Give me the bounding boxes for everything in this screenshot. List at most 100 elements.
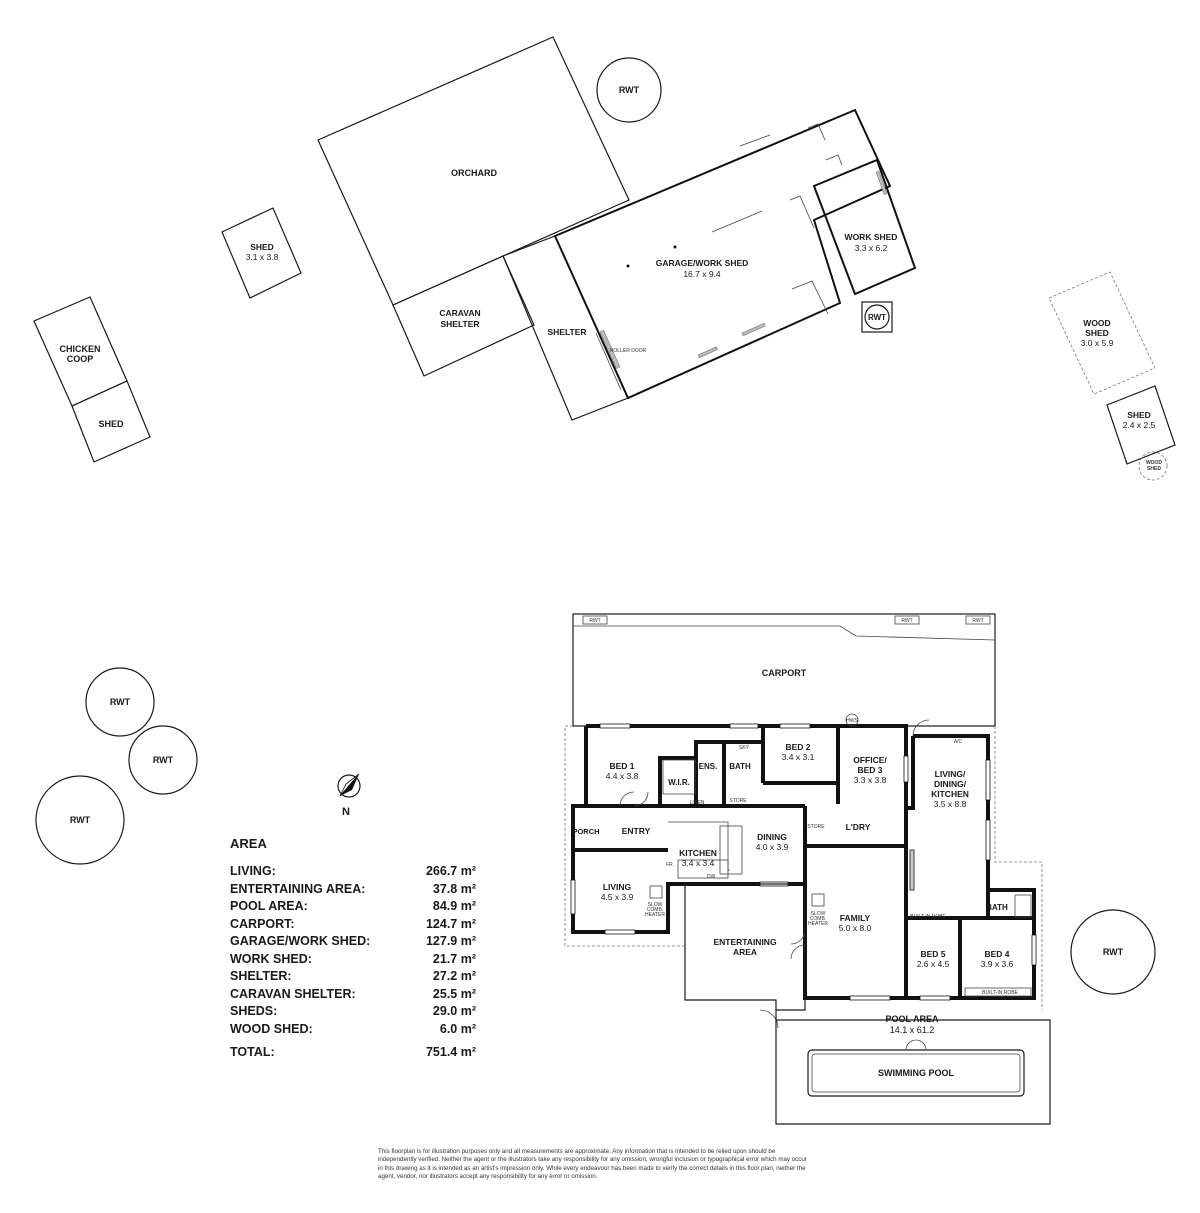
carport: RWT RWT RWT CARPORT [572, 613, 996, 727]
bed2-dim: 3.4 x 3.1 [782, 752, 815, 762]
wood-shed-dim: 3.0 x 5.9 [1081, 338, 1114, 348]
rwt-left-3-label: RWT [70, 815, 91, 825]
rwt-tank-small: RWT [861, 301, 893, 333]
ldry-label: L'DRY [846, 822, 871, 832]
fr-label: FR. [666, 862, 674, 868]
bath-label: BATH [729, 762, 751, 771]
pool-area-dim: 14.1 x 61.2 [890, 1025, 935, 1035]
store-label-1: STORE [729, 798, 747, 804]
rwt-tank-left-2: RWT [128, 725, 198, 795]
rwt-tank-right: RWT [1070, 909, 1156, 995]
carport-rwt-3: RWT [972, 618, 983, 624]
area-title: AREA [230, 836, 267, 851]
wood-shed-label-2: SHED [1085, 328, 1109, 338]
wood-shed-small-label-1: WOOD [1146, 460, 1162, 466]
pool-area: POOL AREA 14.1 x 61.2 SWIMMING POOL [775, 1010, 1051, 1125]
family-dim: 5.0 x 8.0 [839, 923, 872, 933]
disclaimer: This floorplan is for illustration purpo… [378, 1148, 807, 1181]
living-dining-label-2: DINING/ [934, 779, 967, 789]
bed5-dim: 2.6 x 4.5 [917, 959, 950, 969]
orchard-label: ORCHARD [451, 168, 497, 178]
entertaining-label-2: AREA [733, 947, 757, 957]
area-row: GARAGE/WORK SHED:127.9 m² [230, 934, 476, 948]
rwt-tank-left-1: RWT [85, 667, 155, 737]
rwt-label: RWT [619, 85, 640, 95]
bed1-label: BED 1 [609, 761, 634, 771]
living-label: LIVING [603, 882, 632, 892]
area-row: CARAVAN SHELTER:25.5 m² [230, 986, 476, 1001]
sky-label: SKY [739, 745, 750, 751]
slow-heater-2c: HEATER [808, 921, 828, 927]
rwt-left-1-label: RWT [110, 697, 131, 707]
main-house: RWT RWT RWT CARPORT [564, 613, 1051, 1125]
caravan-shelter: CARAVAN SHELTER [392, 255, 535, 377]
store-label-2: STORE [807, 824, 825, 830]
shed-chicken-label: SHED [98, 419, 124, 429]
rwt-right-label: RWT [1103, 947, 1124, 957]
shed-2-dim: 2.4 x 2.5 [1123, 420, 1156, 430]
area-row: SHEDS:29.0 m² [230, 1004, 476, 1018]
bed2-label: BED 2 [785, 742, 810, 752]
area-row: WOOD SHED:6.0 m² [230, 1021, 476, 1036]
dw-label: DW [707, 874, 716, 880]
ac-label: A/C [954, 739, 963, 745]
shed-1-dim: 3.1 x 3.8 [246, 252, 279, 262]
shed-2-label: SHED [1127, 410, 1151, 420]
wood-shed-label-1: WOOD [1083, 318, 1110, 328]
bed4-dim: 3.9 x 3.6 [981, 959, 1014, 969]
slow-heater-1c: HEATER [645, 912, 665, 918]
shed-2: SHED 2.4 x 2.5 [1106, 385, 1176, 465]
swimming-pool-label: SWIMMING POOL [878, 1068, 954, 1078]
north-icon: N [342, 806, 350, 818]
chicken-coop: CHICKEN COOP [33, 296, 128, 407]
entry-label: ENTRY [622, 826, 651, 836]
area-table: LIVING:266.7 m² ENTERTAINING AREA:37.8 m… [230, 863, 476, 1062]
carport-rwt-2: RWT [901, 618, 912, 624]
kitchen-label: KITCHEN [679, 848, 717, 858]
wood-shed-small: WOOD SHED [1138, 451, 1168, 481]
shelter-label: SHELTER [547, 327, 586, 337]
work-shed-dim: 3.3 x 6.2 [855, 243, 888, 253]
kitchen-dim: 3.4 x 3.4 [682, 858, 715, 868]
office-label-2: BED 3 [857, 765, 882, 775]
rwt-tank-top: RWT [596, 57, 662, 123]
compass: N [337, 773, 361, 818]
roller-door-label: ROLLER DOOR [610, 348, 647, 354]
carport-label: CARPORT [762, 668, 807, 678]
shed-1-label: SHED [250, 242, 274, 252]
hws-label: HWS [846, 718, 858, 724]
caravan-shelter-label-1: CARAVAN [439, 308, 480, 318]
area-row: LIVING:266.7 m² [230, 864, 476, 878]
slow-heater-1a: SLOW [648, 902, 663, 908]
area-row: CARPORT:124.7 m² [230, 916, 476, 931]
bed5-label: BED 5 [920, 949, 945, 959]
dining-label: DINING [757, 832, 787, 842]
linen-label: LINEN [690, 800, 705, 806]
carport-rwt-1: RWT [589, 618, 600, 624]
wood-shed: WOOD SHED 3.0 x 5.9 [1048, 271, 1156, 395]
pool-area-label: POOL AREA [885, 1014, 939, 1024]
ens-label: ENS. [699, 762, 718, 771]
wood-shed-small-label-2: SHED [1147, 466, 1161, 472]
area-total-row: TOTAL:751.4 m² [230, 1045, 476, 1059]
work-shed: WORK SHED 3.3 x 6.2 [807, 123, 917, 296]
garage-work-shed: ROLLER DOOR GARAGE/WORK SHED 16.7 x 9.4 [553, 108, 892, 400]
orchard: ORCHARD [317, 36, 630, 306]
rwt-small-label: RWT [868, 313, 886, 322]
office-dim: 3.3 x 3.8 [854, 775, 887, 785]
built-in-robe-2: BUILT-IN ROBE [982, 990, 1018, 996]
family-label: FAMILY [840, 913, 871, 923]
area-row: ENTERTAINING AREA:37.8 m² [230, 881, 476, 896]
wir-label: W.I.R. [668, 778, 690, 787]
chicken-coop-label-1: CHICKEN [59, 344, 100, 354]
garage-dim: 16.7 x 9.4 [683, 269, 721, 279]
area-row: SHELTER:27.2 m² [230, 969, 476, 983]
shed-1: SHED 3.1 x 3.8 [221, 207, 302, 299]
bath2-label: BATH [986, 903, 1008, 912]
living-dim: 4.5 x 3.9 [601, 892, 634, 902]
shelter: SHELTER [502, 235, 629, 421]
office-label-1: OFFICE/ [853, 755, 887, 765]
rwt-left-2-label: RWT [153, 755, 174, 765]
slow-heater-2b: COMB. [810, 916, 826, 922]
